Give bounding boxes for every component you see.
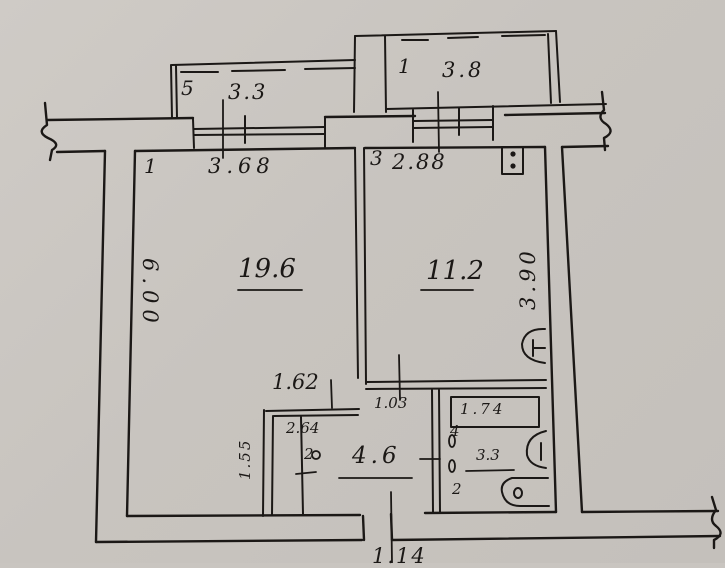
bathtub-icon xyxy=(450,396,540,428)
bath-area: 3.3 xyxy=(476,446,500,464)
window-room-1 xyxy=(192,115,326,149)
toilet-icon xyxy=(500,477,550,507)
hall-door-width: 1.03 xyxy=(374,394,408,412)
hall-side-dim: 1.55 xyxy=(236,438,254,480)
outer-walls xyxy=(40,90,722,550)
dimension-leaders xyxy=(222,91,515,563)
entrance-dim: 1.14 xyxy=(372,544,427,568)
hall-length: 2.64 xyxy=(286,419,320,437)
washbasin-icon xyxy=(525,430,547,469)
room-1-length: 6.00 xyxy=(138,258,162,329)
loggia-area: 3.8 xyxy=(442,58,485,82)
balcony-5-outline xyxy=(170,59,356,119)
balcony-area: 3.3 xyxy=(228,80,268,104)
room-3-length: 3.90 xyxy=(516,247,540,310)
bath-number: 2 xyxy=(452,480,462,498)
room-1-width: 3.68 xyxy=(208,154,275,178)
room-3-area: 11.2 xyxy=(426,256,484,286)
window-room-3 xyxy=(412,105,494,143)
room-3-width: 2.88 xyxy=(392,150,447,174)
hall-width: 1.62 xyxy=(272,370,319,394)
loggia-outline xyxy=(353,30,607,113)
room-3-number: 3 xyxy=(370,146,383,170)
balcony-number: 5 xyxy=(181,76,194,100)
sink-icon xyxy=(521,327,546,364)
hall-area: 4.6 xyxy=(352,443,401,469)
bath-width: 1.74 xyxy=(460,400,506,418)
interior-walls xyxy=(262,147,547,517)
bath-number-2: 4 xyxy=(450,422,460,440)
room-1-area: 19.6 xyxy=(238,254,296,284)
room-1-number: 1 xyxy=(144,154,157,178)
stove-icon xyxy=(501,146,524,175)
door-markers xyxy=(311,434,456,473)
loggia-number: 1 xyxy=(398,54,411,78)
hall-closet-mark: 2 xyxy=(304,445,314,463)
